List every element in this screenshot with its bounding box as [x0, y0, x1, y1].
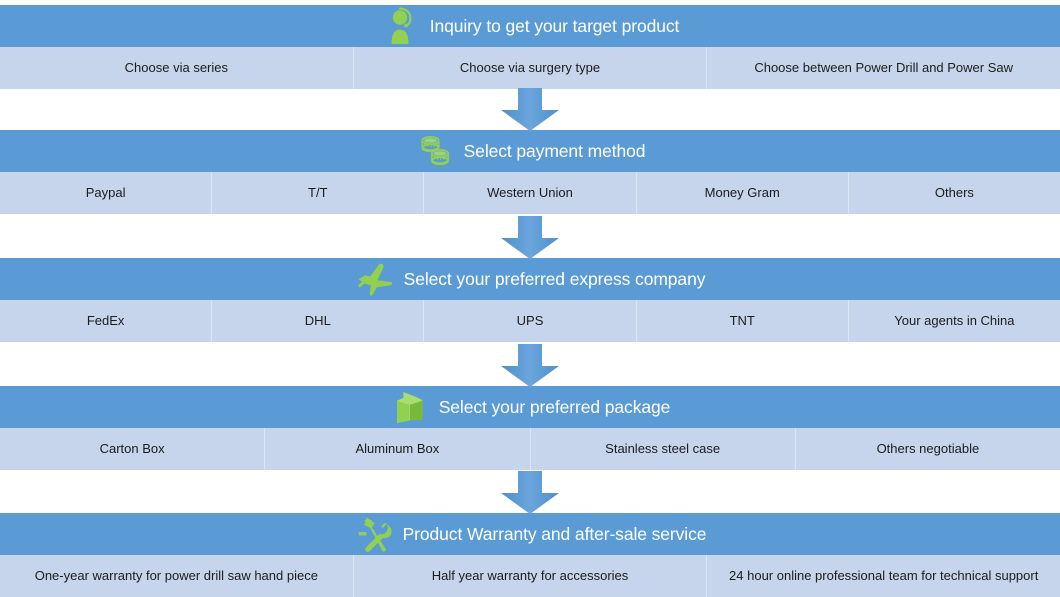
option-cell[interactable]: Choose via series	[0, 47, 354, 89]
section-header-content: Product Warranty and after-sale service	[354, 514, 707, 554]
section-header-package: Select your preferred package	[0, 386, 1060, 428]
option-cell[interactable]: 24 hour online professional team for tec…	[729, 568, 1039, 584]
tools-hammer-wrench-icon	[354, 514, 394, 554]
option-cell[interactable]: FedEx	[0, 300, 213, 342]
option-cell[interactable]: UPS	[424, 300, 637, 342]
option-cell[interactable]: Your agents in China	[894, 313, 1015, 329]
option-cell[interactable]: Half year warranty for accessories	[354, 555, 708, 597]
section-header-content: Select your preferred package	[390, 387, 671, 427]
arrow-express-to-package	[0, 344, 1060, 387]
customer-service-person-icon	[381, 6, 421, 46]
section-title: Select your preferred package	[438, 396, 671, 417]
airplane-icon	[355, 259, 395, 299]
section-header-inquiry: Inquiry to get your target product	[0, 5, 1060, 47]
option-cell[interactable]: Paypal	[0, 172, 213, 214]
option-cell[interactable]: Western Union	[424, 172, 637, 214]
option-cell[interactable]: Others	[934, 185, 974, 201]
option-cell[interactable]: Money Gram	[637, 172, 849, 214]
section-header-payment: Select payment method	[0, 130, 1060, 172]
section-header-content: Inquiry to get your target product	[381, 6, 680, 46]
package-box-icon	[390, 387, 430, 427]
option-cell[interactable]: Carton Box	[0, 428, 266, 470]
section-title: Product Warranty and after-sale service	[402, 523, 707, 544]
section-title: Inquiry to get your target product	[429, 15, 680, 36]
option-cell[interactable]: Stainless steel case	[531, 428, 796, 470]
option-cell[interactable]: TNT	[637, 300, 849, 342]
section-header-warranty: Product Warranty and after-sale service	[0, 513, 1060, 555]
option-cell[interactable]: Others negotiable	[876, 441, 980, 457]
arrow-payment-to-express	[0, 216, 1060, 259]
section-title: Select payment method	[463, 140, 646, 161]
section-header-express: Select your preferred express company	[0, 258, 1060, 300]
option-cell[interactable]: Choose between Power Drill and Power Saw	[754, 60, 1014, 76]
section-header-content: Select your preferred express company	[355, 259, 706, 299]
option-cell[interactable]: Choose via surgery type	[354, 47, 708, 89]
option-cell[interactable]: Aluminum Box	[265, 428, 531, 470]
section-header-content: Select payment method	[415, 131, 646, 171]
section-title: Select your preferred express company	[403, 268, 706, 289]
options-row-warranty: One-year warranty for power drill saw ha…	[0, 555, 1060, 597]
option-cell[interactable]: DHL	[212, 300, 425, 342]
coins-stack-icon	[415, 131, 455, 171]
option-cell[interactable]: One-year warranty for power drill saw ha…	[0, 555, 354, 597]
option-cell[interactable]: T/T	[212, 172, 425, 214]
arrow-inquiry-to-payment	[0, 88, 1060, 131]
arrow-package-to-warranty	[0, 471, 1060, 514]
